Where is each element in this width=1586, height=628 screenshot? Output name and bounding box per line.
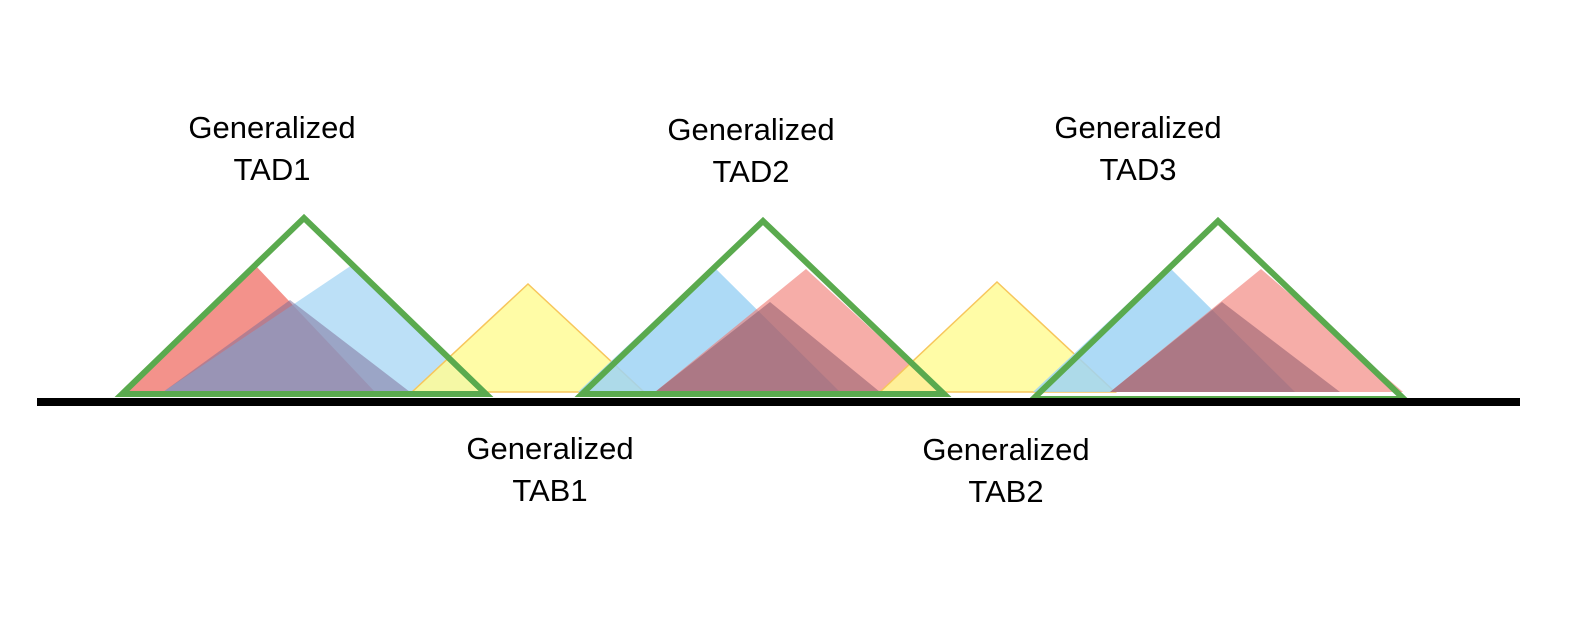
tad2-label-line1: Generalized bbox=[667, 112, 835, 147]
tab2-label-line2: TAB2 bbox=[968, 474, 1044, 509]
tad3-label-line1: Generalized bbox=[1054, 110, 1222, 145]
tab2-label-line1: Generalized bbox=[922, 432, 1090, 467]
tab2-triangle bbox=[878, 280, 1117, 393]
tad3-label: Generalized TAD3 bbox=[1028, 107, 1248, 191]
tab1-label: Generalized TAB1 bbox=[440, 428, 660, 512]
tab2-label: Generalized TAB2 bbox=[896, 429, 1116, 513]
tab1-label-line2: TAB1 bbox=[512, 473, 588, 508]
tad1-outline bbox=[114, 213, 494, 397]
tad1-overlap-region bbox=[163, 300, 410, 392]
tad3-label-line2: TAD3 bbox=[1099, 152, 1177, 187]
tad1-label-line1: Generalized bbox=[188, 110, 356, 145]
tad1-group bbox=[128, 265, 478, 392]
tad2-label-line2: TAD2 bbox=[712, 154, 790, 189]
tad3-overlap-region bbox=[1110, 302, 1340, 392]
tad1-label: Generalized TAD1 bbox=[162, 107, 382, 191]
tad2-outline bbox=[574, 216, 952, 397]
tab1-triangle bbox=[410, 282, 646, 393]
tad3-group bbox=[1033, 266, 1403, 392]
tab1-label-line1: Generalized bbox=[466, 431, 634, 466]
tad2-group bbox=[578, 266, 940, 392]
tad1-label-line2: TAD1 bbox=[233, 152, 311, 187]
tad2-overlap-region bbox=[655, 302, 880, 392]
tad3-red-subdomain bbox=[1110, 269, 1403, 392]
tad2-red-subdomain bbox=[655, 269, 940, 392]
tad2-label: Generalized TAD2 bbox=[641, 109, 861, 193]
